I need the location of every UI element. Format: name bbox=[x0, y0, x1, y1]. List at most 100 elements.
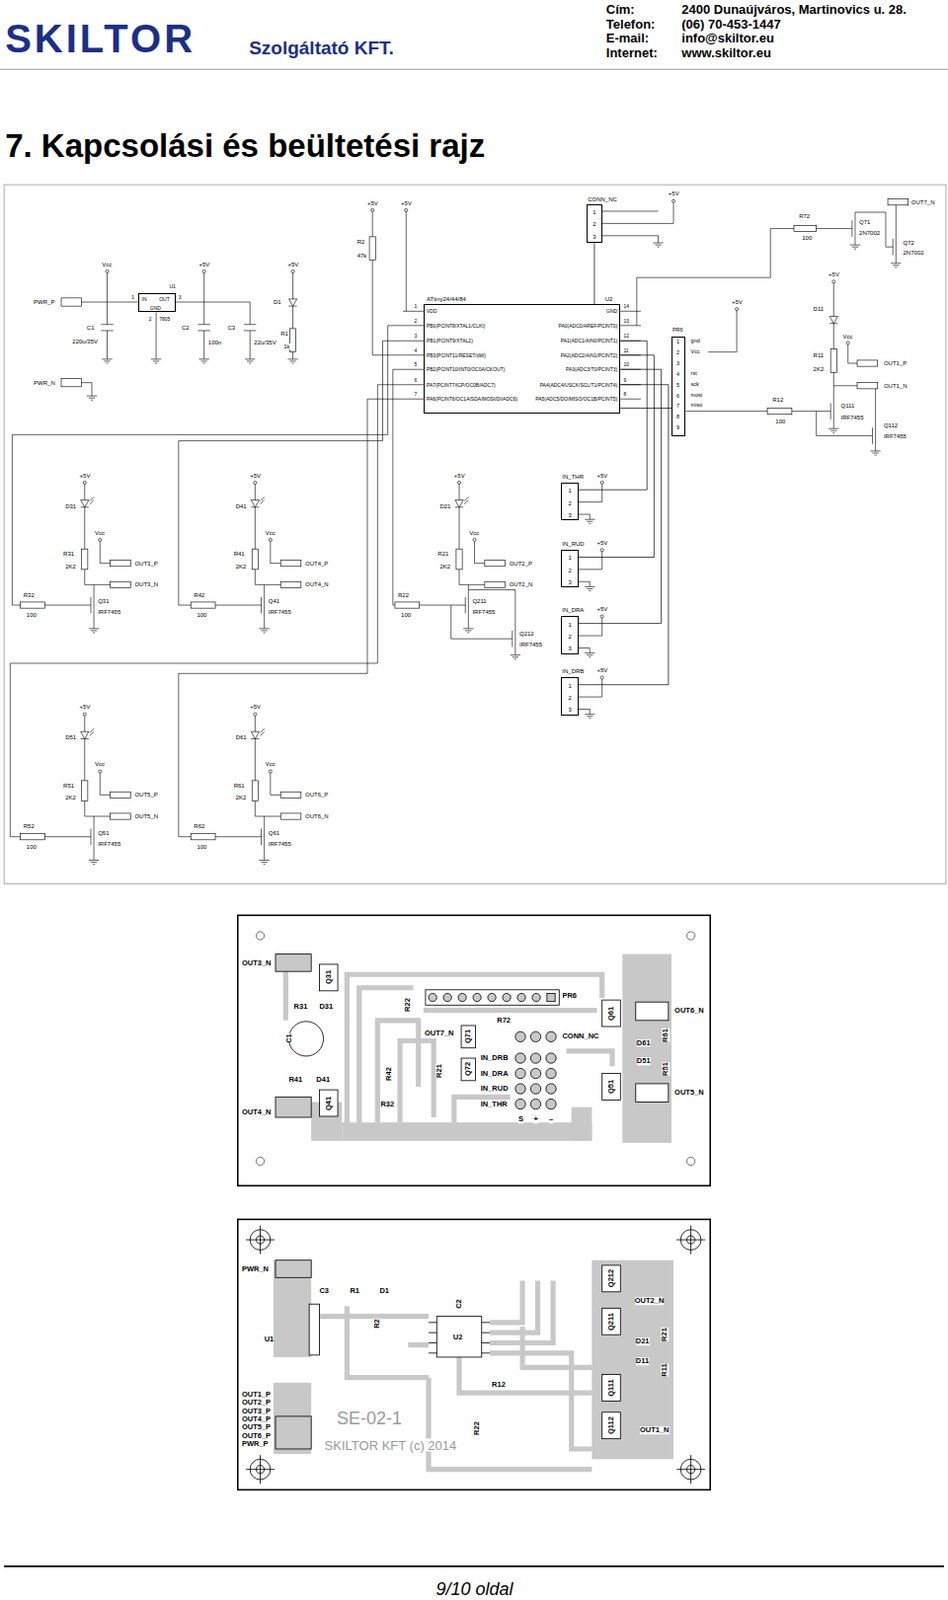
part-label: Cím: bbox=[606, 2, 635, 16]
part-label: OUT3_N bbox=[241, 959, 272, 968]
part-label: miso bbox=[691, 403, 704, 410]
connector-box: IN_THR123 bbox=[560, 482, 579, 521]
part-label: Q51 bbox=[607, 1080, 616, 1095]
part-label: rst bbox=[691, 371, 698, 378]
part-label: Q61 bbox=[607, 1006, 616, 1021]
part-label: D61 bbox=[636, 1039, 651, 1048]
part-label: 2N7002 bbox=[859, 230, 880, 237]
pin-label: GND bbox=[150, 306, 161, 312]
pcb-top-view-g-circle bbox=[515, 1084, 526, 1095]
schematic-circle bbox=[371, 208, 375, 212]
part-label: Vcc bbox=[265, 530, 276, 537]
regulator-box: U1INOUTGND bbox=[138, 293, 176, 314]
part-label: +5V bbox=[287, 261, 299, 268]
schematic-path bbox=[578, 484, 603, 715]
schematic-use bbox=[86, 395, 97, 400]
part-label: sck bbox=[691, 382, 700, 389]
part-label: +5V bbox=[597, 606, 609, 613]
schematic-rect bbox=[857, 383, 878, 390]
schematic-use bbox=[869, 451, 880, 456]
part-label: R52 bbox=[23, 823, 35, 830]
pcb-top-view-g-circle bbox=[473, 993, 481, 1002]
pcb-bottom-view-g-rect bbox=[273, 1261, 312, 1358]
part-label: PB0(PCINT8/XTAL1/CLKI) bbox=[426, 322, 485, 328]
schematic-path bbox=[9, 325, 403, 838]
part-label: +5V bbox=[79, 704, 91, 711]
part-label: OUT5_P bbox=[241, 1424, 271, 1433]
pcb-top-view-rect bbox=[275, 1097, 312, 1118]
part-label: PB1(PCINT9/XTAL2) bbox=[426, 338, 474, 344]
part-label: R51 bbox=[63, 783, 75, 790]
pin-label: 3 bbox=[568, 512, 572, 519]
schematic-use bbox=[20, 480, 132, 633]
pin-label: 1 bbox=[676, 340, 680, 347]
part-label: R42 bbox=[193, 592, 205, 599]
part-label: 7 bbox=[414, 392, 418, 397]
schematic-circle bbox=[671, 199, 675, 203]
pcb-bottom-view-rect bbox=[602, 1413, 622, 1440]
part-label: PWR_N bbox=[33, 380, 56, 387]
part-label: C1 bbox=[286, 1034, 295, 1045]
schematic-rect bbox=[887, 199, 909, 206]
part-label: gnd bbox=[691, 339, 701, 346]
part-label: SE-02-1 bbox=[336, 1410, 402, 1428]
part-label: D41 bbox=[316, 1076, 330, 1085]
part-label: D11 bbox=[635, 1357, 649, 1366]
schematic-path bbox=[816, 205, 897, 264]
schematic-circle bbox=[404, 208, 408, 212]
pcb-top-view-g-circle bbox=[428, 993, 437, 1002]
part-label: R1 bbox=[280, 330, 289, 337]
schematic-circle bbox=[832, 280, 836, 284]
part-label: SKILTOR KFT (c) 2014 bbox=[324, 1438, 458, 1452]
schematic-use bbox=[652, 242, 663, 247]
page-title: 7. Kapcsolási és beültetési rajz bbox=[4, 128, 485, 161]
part-label: 4 bbox=[414, 347, 418, 353]
part-label: info@skiltor.eu bbox=[681, 31, 775, 45]
schematic-rect bbox=[3, 184, 947, 884]
header-box: PR6123456789 bbox=[671, 336, 686, 437]
pin-label: 7 bbox=[676, 404, 680, 411]
pin-label: 3 bbox=[592, 234, 596, 240]
schematic-use bbox=[584, 714, 595, 719]
part-label: R61 bbox=[661, 1028, 670, 1043]
part-label: C3 bbox=[318, 1287, 329, 1296]
pcb-bottom-view-path bbox=[311, 1280, 592, 1470]
pcb-top-view-rect bbox=[602, 1074, 622, 1102]
schematic-circle bbox=[291, 269, 295, 273]
part-label: C2 bbox=[181, 324, 190, 331]
schematic-circle bbox=[202, 269, 206, 273]
part-label: 100 bbox=[400, 612, 411, 619]
part-label: Q71 bbox=[465, 1029, 474, 1044]
part-label: GND bbox=[606, 309, 618, 315]
part-label: OUT5_N bbox=[134, 813, 158, 820]
pcb-bottom-view-path bbox=[428, 1323, 490, 1354]
part-label: PWR_P bbox=[241, 1440, 269, 1449]
part-label: + bbox=[533, 1115, 538, 1124]
wire-connector bbox=[593, 242, 595, 305]
pcb-bottom-view-path bbox=[245, 1226, 706, 1486]
part-label: 8 bbox=[623, 392, 627, 397]
part-label: IN_DRA bbox=[480, 1070, 509, 1079]
part-label: PA7(PCINT7/ICP/OC0B/ADC7) bbox=[426, 382, 496, 388]
part-label: Q112 bbox=[883, 422, 898, 429]
pcb-bottom-view-g-rect bbox=[273, 1383, 312, 1455]
pcb-bottom-view-rect bbox=[309, 1304, 319, 1356]
schematic-use bbox=[199, 359, 210, 364]
part-label: +5V bbox=[367, 200, 379, 207]
part-label: R12 bbox=[491, 1381, 506, 1390]
pcb-bottom-view-g bbox=[273, 1261, 674, 1461]
part-label: +5V bbox=[199, 261, 211, 268]
part-label: PB2(PCINT10/INT0/OC0A/CKOUT) bbox=[426, 367, 505, 373]
pin-label: 1 bbox=[568, 487, 572, 494]
schematic-circle bbox=[735, 308, 739, 312]
wire-connector bbox=[578, 385, 669, 686]
part-label: OUT7_N bbox=[424, 1029, 455, 1038]
pcb-top-view-g-circle bbox=[487, 993, 496, 1002]
part-label: U2 bbox=[453, 1335, 464, 1343]
part-label: +5V bbox=[400, 200, 412, 207]
part-label: PWR_N bbox=[241, 1265, 269, 1274]
pcb-bottom-view-rect bbox=[602, 1308, 622, 1336]
part-label: IN_DRB bbox=[480, 1054, 509, 1063]
part-label: OUT3_P bbox=[134, 560, 158, 567]
part-label: Q211 bbox=[472, 598, 486, 605]
